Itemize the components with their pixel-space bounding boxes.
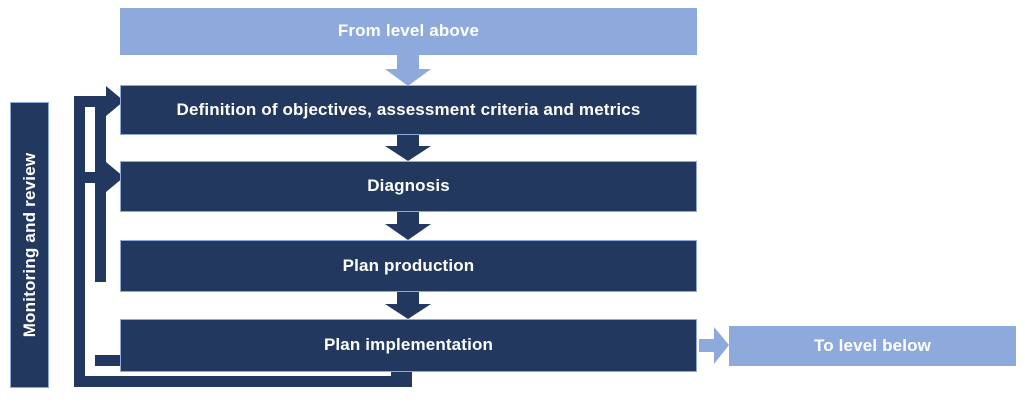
step-box-plan-production: Plan production bbox=[120, 240, 697, 292]
arrow-step-2-to-step-3 bbox=[385, 212, 431, 240]
exit-box-label: To level below bbox=[813, 335, 932, 355]
step-box-diagnosis: Diagnosis bbox=[120, 161, 697, 212]
step-box-label: Definition of objectives, assessment cri… bbox=[176, 99, 641, 119]
arrow-step-4-to-exit bbox=[699, 327, 729, 364]
exit-box-to-level-below: To level below bbox=[729, 326, 1016, 366]
entry-box-from-level-above: From level above bbox=[120, 8, 697, 55]
step-box-plan-implementation: Plan implementation bbox=[120, 319, 697, 372]
arrow-entry-to-step-1 bbox=[385, 55, 431, 86]
step-box-definition-of-objectives: Definition of objectives, assessment cri… bbox=[120, 85, 697, 135]
step-box-label: Plan production bbox=[342, 255, 475, 275]
step-box-label: Diagnosis bbox=[367, 176, 450, 196]
arrow-step-1-to-step-2 bbox=[385, 135, 431, 161]
entry-box-label: From level above bbox=[337, 21, 480, 41]
step-box-label: Plan implementation bbox=[323, 335, 494, 355]
monitoring-and-review-bar: Monitoring and review bbox=[10, 102, 49, 388]
arrow-step-3-to-step-4 bbox=[385, 292, 431, 319]
monitoring-and-review-label: Monitoring and review bbox=[19, 152, 39, 338]
